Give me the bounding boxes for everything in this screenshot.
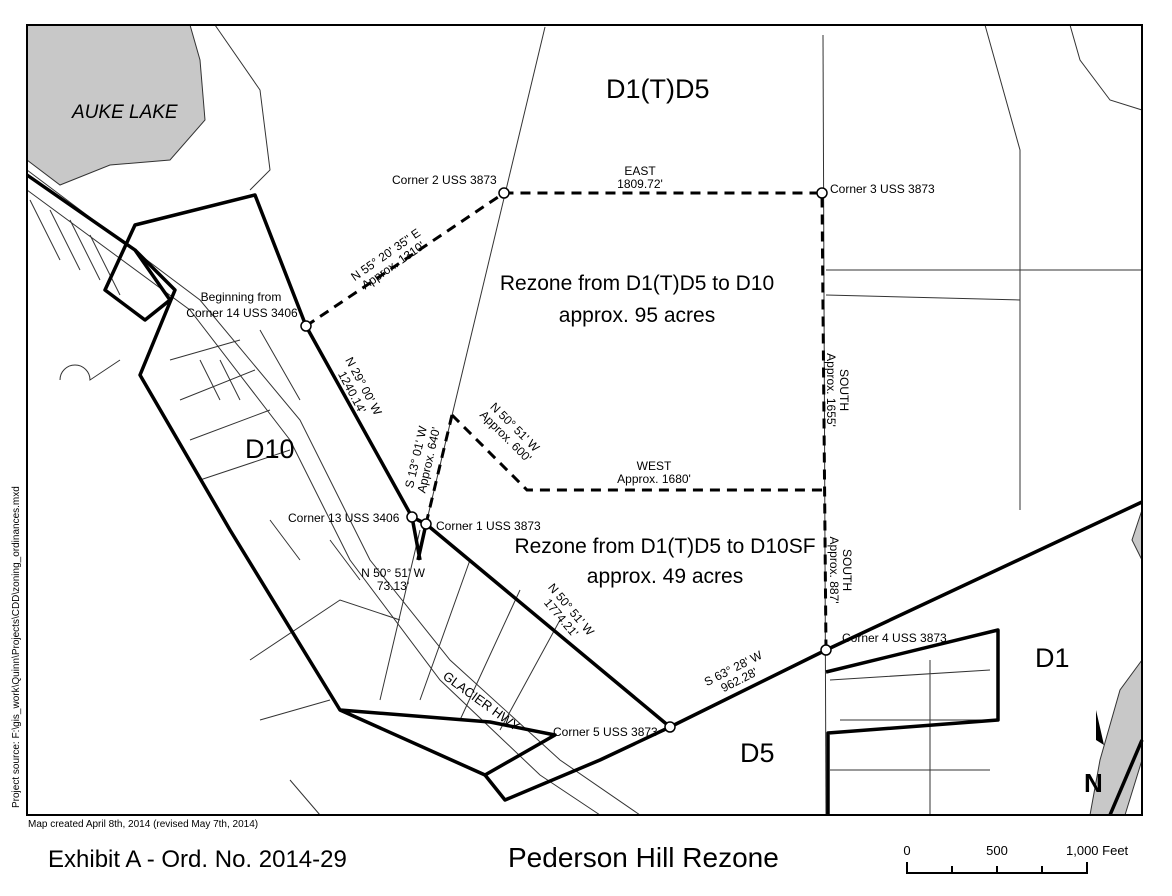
road-label: GLACIER HWY (440, 668, 523, 734)
map-frame (26, 24, 1143, 816)
corner-5-label: Corner 5 USS 3873 (553, 725, 658, 739)
corner-2-marker (498, 187, 510, 199)
corner-3-marker (816, 187, 828, 199)
zone-label-d5: D5 (740, 738, 775, 768)
parcel-bar (1131, 509, 1143, 561)
map-title: Pederson Hill Rezone (508, 842, 779, 873)
parcel-lines (26, 24, 1143, 816)
scale-tick-500: 500 (986, 843, 1008, 858)
corner-14-label-1: Beginning from (201, 290, 282, 304)
corner-14-marker (300, 320, 312, 332)
zoning-boundaries (26, 173, 1144, 816)
rezone-2-line2: approx. 49 acres (587, 565, 743, 588)
rezone-1-line1: Rezone from D1(T)D5 to D10 (500, 272, 774, 295)
corner-13-marker (406, 511, 418, 523)
exhibit-label: Exhibit A - Ord. No. 2014-29 (48, 846, 347, 873)
corner-2-label: Corner 2 USS 3873 (392, 173, 497, 187)
scale-tick-0: 0 (903, 843, 910, 858)
corner-1-marker (420, 518, 432, 530)
corner-markers (300, 187, 832, 733)
scale-tick-1000: 1,000 Feet (1066, 843, 1129, 858)
bearing-west-2: Approx. 1680' (617, 472, 691, 486)
bearing-east-1: EAST (624, 164, 656, 178)
bearing-south2-2: Approx. 887' (827, 536, 841, 603)
bearing-south2-1: SOUTH (840, 549, 854, 591)
bearing-west-1: WEST (637, 459, 672, 473)
north-arrow: N (1084, 710, 1104, 798)
corner-3-label: Corner 3 USS 3873 (830, 182, 935, 196)
map-created-note: Map created April 8th, 2014 (revised May… (28, 819, 259, 830)
corner-13-label: Corner 13 USS 3406 (288, 511, 400, 525)
rezone-1-line2: approx. 95 acres (559, 304, 715, 327)
rezone-2-line1: Rezone from D1(T)D5 to D10SF (514, 535, 815, 558)
scale-bar: 0 500 1,000 Feet (903, 843, 1129, 874)
project-source: Project source: F:\gis_work\Quinn\Projec… (11, 486, 22, 808)
corner-1-label: Corner 1 USS 3873 (436, 519, 541, 533)
zone-label-d1: D1 (1035, 643, 1070, 673)
zone-label-d1td5: D1(T)D5 (606, 74, 710, 104)
corner-4-marker (820, 644, 832, 656)
rezone-boundary (305, 191, 828, 651)
auke-lake (26, 24, 206, 186)
bearing-n50a-2: 73.13' (377, 579, 409, 593)
bearing-south1-2: Approx. 1655' (824, 353, 838, 427)
lake-label: AUKE LAKE (71, 102, 178, 123)
zone-label-d10: D10 (245, 434, 295, 464)
corner-5-marker (664, 721, 676, 733)
bearing-east-2: 1809.72' (617, 177, 663, 191)
north-arrow-label: N (1084, 768, 1103, 798)
bearing-south1-1: SOUTH (837, 369, 851, 411)
corner-14-label-2: Corner 14 USS 3406 (186, 306, 298, 320)
bearing-n50a-1: N 50° 51' W (361, 566, 425, 580)
corner-4-label: Corner 4 USS 3873 (842, 631, 947, 645)
